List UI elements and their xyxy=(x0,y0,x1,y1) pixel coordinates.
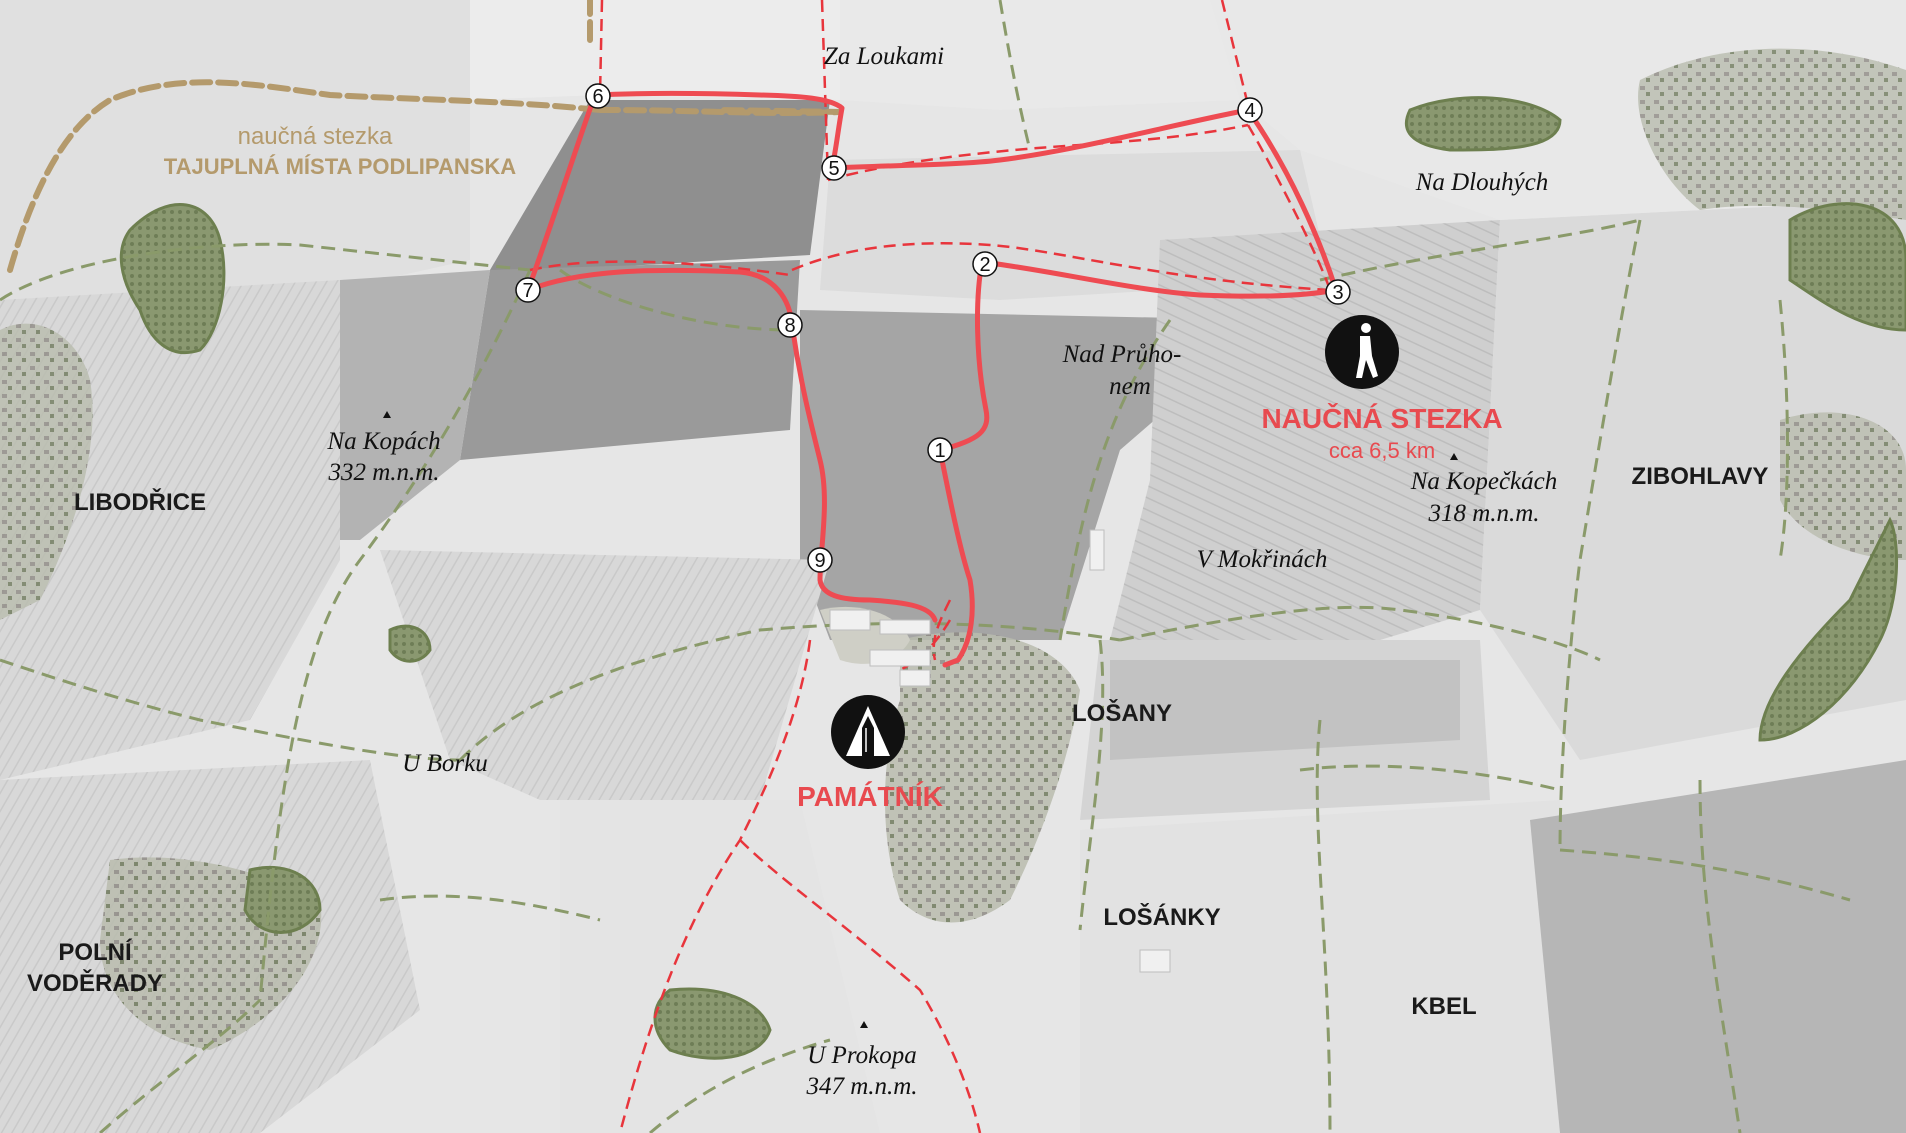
locality-na-dlouhych: Na Dlouhých xyxy=(1415,169,1549,196)
stop-9[interactable]: 9 xyxy=(807,547,833,573)
village-label-libodrice: LIBODŘICE xyxy=(74,488,206,516)
village-label-zibohlavy: ZIBOHLAVY xyxy=(1632,463,1769,490)
village-label-kbel: KBEL xyxy=(1411,993,1476,1020)
locality-nad-pruhonem-2: nem xyxy=(1109,373,1151,400)
trail-route[interactable] xyxy=(525,91,1339,668)
memorial-heading: PAMÁTNÍK xyxy=(797,781,943,812)
trail-title: NAUČNÁ STEZKA xyxy=(1261,402,1502,434)
village-areas xyxy=(0,48,1906,1050)
memorial-monument-icon[interactable] xyxy=(831,695,905,769)
elevation-markers xyxy=(383,411,1458,1028)
locality-labels: Za Loukami Na Dlouhých Nad Průho- nem Na… xyxy=(326,43,1557,1100)
stop-8-label: 8 xyxy=(784,315,795,337)
stop-9-label: 9 xyxy=(814,550,825,572)
locality-na-kopeckach-altitude: 318 m.n.m. xyxy=(1427,500,1539,527)
locality-na-kopach-altitude: 332 m.n.m. xyxy=(327,459,439,486)
brown-trail-label-2: TAJUPLNÁ MÍSTA PODLIPANSKA xyxy=(164,154,517,179)
stop-2[interactable]: 2 xyxy=(972,251,998,277)
village-label-losany: LOŠANY xyxy=(1072,699,1172,727)
forest-areas xyxy=(119,96,1906,1060)
stop-5[interactable]: 5 xyxy=(821,155,847,181)
walking-person-icon[interactable] xyxy=(1325,315,1399,389)
locality-u-borku: U Borku xyxy=(402,750,487,777)
stop-4-label: 4 xyxy=(1244,100,1255,122)
brown-trail-label-1: naučná stezka xyxy=(238,123,393,150)
locality-v-mokrinach: V Mokřinách xyxy=(1197,546,1328,573)
stop-7[interactable]: 7 xyxy=(515,277,541,303)
stop-3[interactable]: 3 xyxy=(1325,279,1351,305)
village-label-polni-2: VODĚRADY xyxy=(27,969,163,997)
stop-1[interactable]: 1 xyxy=(927,437,953,463)
trail-heading: NAUČNÁ STEZKA cca 6,5 km xyxy=(1261,402,1502,463)
memorial-title: PAMÁTNÍK xyxy=(797,781,943,812)
locality-na-kopach: Na Kopách xyxy=(326,428,440,455)
stop-6[interactable]: 6 xyxy=(585,83,611,109)
brown-trail-legend: naučná stezka TAJUPLNÁ MÍSTA PODLIPANSKA xyxy=(164,123,517,179)
locality-na-kopeckach: Na Kopečkách xyxy=(1410,468,1557,495)
stop-6-label: 6 xyxy=(592,86,603,108)
green-dashed-paths xyxy=(0,0,1851,1133)
village-label-losanky: LOŠÁNKY xyxy=(1103,903,1220,931)
locality-nad-pruhonem-1: Nad Průho- xyxy=(1062,341,1182,368)
stop-1-label: 1 xyxy=(934,440,945,462)
stop-5-label: 5 xyxy=(828,158,839,180)
stop-8[interactable]: 8 xyxy=(777,312,803,338)
farm-buildings xyxy=(829,529,1171,973)
trail-length: cca 6,5 km xyxy=(1329,438,1435,463)
trail-stops[interactable]: 1 2 3 4 5 6 7 8 xyxy=(515,83,1351,573)
stop-7-label: 7 xyxy=(522,280,533,302)
village-label-polni-1: POLNÍ xyxy=(58,938,133,966)
village-labels: LIBODŘICE POLNÍ VODĚRADY LOŠANY LOŠÁNKY … xyxy=(27,463,1768,1020)
stop-2-label: 2 xyxy=(979,254,990,276)
locality-u-prokopa-altitude: 347 m.n.m. xyxy=(805,1073,917,1100)
locality-u-prokopa: U Prokopa xyxy=(807,1042,916,1069)
stop-3-label: 3 xyxy=(1332,282,1343,304)
brown-trail-path xyxy=(7,0,841,273)
locality-za-loukami: Za Loukami xyxy=(824,43,944,70)
stop-4[interactable]: 4 xyxy=(1237,97,1263,123)
